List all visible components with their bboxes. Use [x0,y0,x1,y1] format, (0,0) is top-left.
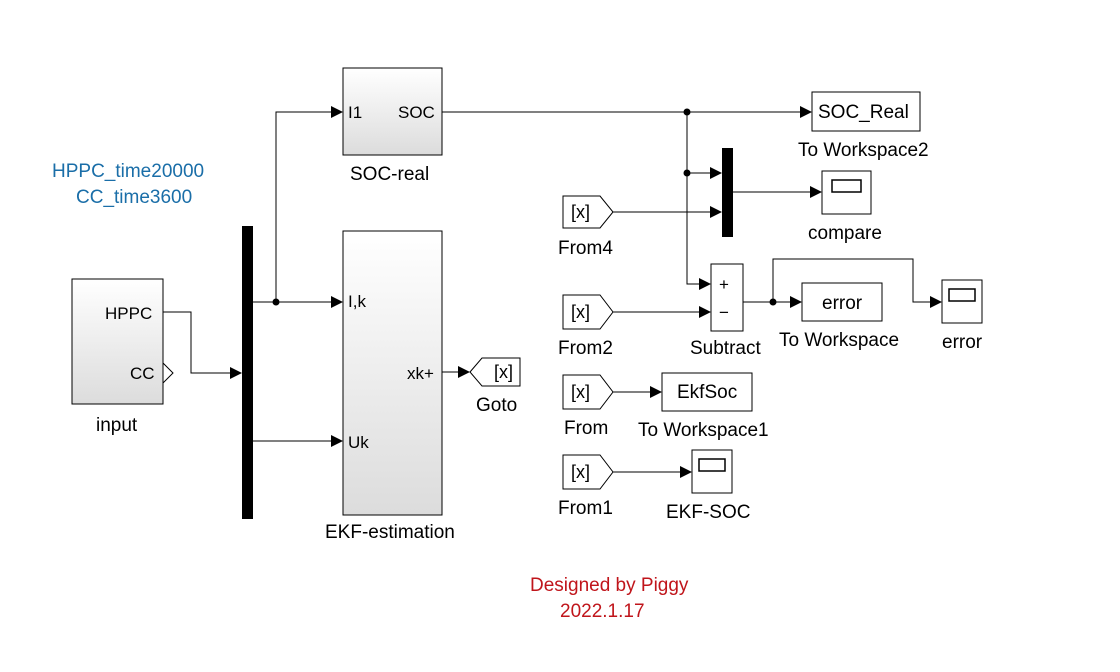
from2-label: From2 [558,338,613,359]
compare-mux-bar[interactable] [722,148,733,237]
soc-real-block[interactable]: I1 SOC [342,67,443,156]
to-workspace1-block[interactable]: EkfSoc [661,372,753,412]
from-tag-icon [562,195,614,229]
arrowhead [710,167,722,179]
scope-icon [698,458,726,472]
goto-block[interactable]: [x] [469,357,521,387]
ekf-in-port-uk: Uk [348,433,369,452]
scope-icon [831,179,862,193]
input-port-cc: CC [130,364,155,383]
from1-block[interactable]: [x] [562,454,614,490]
subtract-block[interactable]: + − [710,263,744,332]
compare-scope-label: compare [808,223,882,244]
signal-lines [163,106,942,478]
author-note-line2: 2022.1.17 [560,601,645,622]
scope-icon [948,288,976,302]
arrowhead [790,296,802,308]
subtract-minus-sign: − [719,303,729,322]
arrowhead [331,296,343,308]
goto-tag: [x] [494,362,513,382]
mux-bar[interactable] [242,226,253,519]
from-tag-icon [562,294,614,330]
from-tag-icon [562,374,614,410]
arrowhead [331,106,343,118]
soc-real-block-label: SOC-real [350,164,429,185]
to-workspace-label: To Workspace [779,330,899,351]
arrowhead [650,386,662,398]
ekf-soc-scope-block[interactable] [691,449,733,494]
sim-time-note-line2: CC_time3600 [76,187,192,208]
to-workspace-var: error [822,293,863,314]
from4-label: From4 [558,238,613,259]
from-tag: [x] [571,382,590,402]
branch-point [272,298,280,306]
soc-real-out-port: SOC [398,103,435,122]
arrowhead [710,206,722,218]
ekf-estimation-block-label: EKF-estimation [325,522,455,543]
to-workspace2-var: SOC_Real [818,102,909,123]
subtract-label: Subtract [690,338,761,359]
goto-tag-icon [469,357,521,387]
to-workspace1-var: EkfSoc [677,382,737,403]
signal-line[interactable] [163,311,232,374]
author-note-line1: Designed by Piggy [530,575,689,596]
arrowhead [680,466,692,478]
from1-tag: [x] [571,462,590,482]
arrowhead [699,278,711,290]
to-workspace-block[interactable]: error [801,282,883,322]
from-block[interactable]: [x] [562,374,614,410]
signal-line[interactable] [686,112,701,285]
signal-line[interactable] [772,258,932,303]
ekf-estimation-block[interactable]: I,k xk+ Uk [342,230,443,516]
to-workspace1-label: To Workspace1 [638,420,769,441]
ekf-out-port: xk+ [407,364,434,383]
sim-time-note-line1: HPPC_time20000 [52,161,204,182]
ekf-in-port-ik: I,k [348,292,366,311]
arrowhead [458,366,470,378]
to-workspace2-block[interactable]: SOC_Real [811,91,921,132]
error-scope-label: error [942,332,983,353]
goto-block-label: Goto [476,395,517,416]
from-tag-icon [562,454,614,490]
signal-line[interactable] [275,111,333,302]
from1-label: From1 [558,498,613,519]
compare-scope-block[interactable] [821,170,872,215]
input-block[interactable]: HPPC CC [71,278,174,405]
output-port-icon [162,362,174,384]
input-block-label: input [96,415,138,436]
error-scope-block[interactable] [941,279,983,324]
arrowhead [230,367,242,379]
from-label: From [564,418,608,439]
ekf-soc-scope-label: EKF-SOC [666,502,750,523]
arrowhead [810,186,822,198]
arrowhead [699,306,711,318]
to-workspace2-label: To Workspace2 [798,140,929,161]
from4-block[interactable]: [x] [562,195,614,229]
arrowhead [800,106,812,118]
from2-block[interactable]: [x] [562,294,614,330]
soc-real-in-port: I1 [348,103,362,122]
subtract-plus-sign: + [719,275,729,294]
from2-tag: [x] [571,302,590,322]
input-port-hppc: HPPC [105,304,152,323]
branch-point [683,169,691,177]
arrowhead [930,296,942,308]
arrowhead [331,435,343,447]
from4-tag: [x] [571,202,590,222]
